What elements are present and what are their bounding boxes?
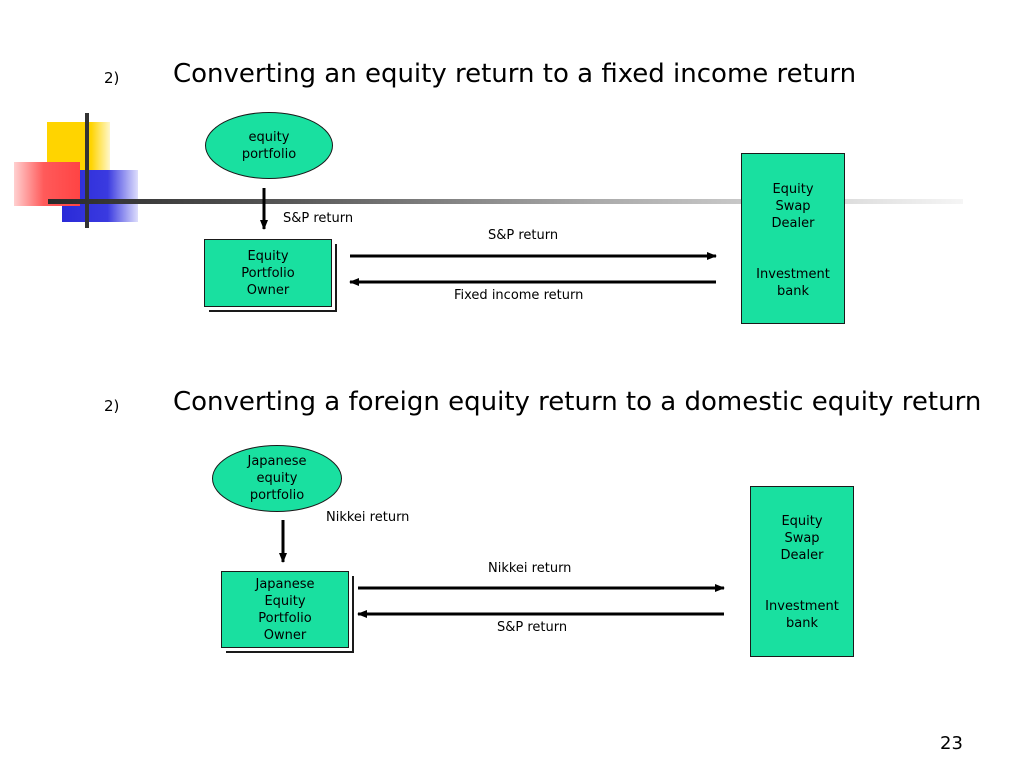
decorative-horizontal-rule — [48, 199, 963, 204]
decorative-vertical-line — [85, 113, 89, 228]
s2-japanese-portfolio-node: Japanese equity portfolio — [212, 445, 342, 512]
s1-equity-portfolio-node: equity portfolio — [205, 112, 333, 179]
s2-right-arrow-label: Nikkei return — [488, 561, 572, 576]
s1-heading: Converting an equity return to a fixed i… — [173, 59, 857, 89]
s1-bank-label: Investment bank — [756, 267, 830, 299]
s1-number: 2) — [104, 69, 120, 87]
s2-owner-node: Japanese Equity Portfolio Owner — [221, 571, 349, 648]
s1-dealer-node: Equity Swap Dealer Investment bank — [741, 153, 845, 324]
s2-down-arrow-label: Nikkei return — [326, 510, 410, 525]
s2-number: 2) — [104, 397, 120, 415]
page-number: 23 — [940, 733, 963, 754]
decorative-red-block — [14, 162, 80, 206]
s2-dealer-node: Equity Swap Dealer Investment bank — [750, 486, 854, 657]
s2-left-arrow-label: S&P return — [497, 620, 568, 635]
s1-down-arrow-label: S&P return — [283, 211, 354, 226]
s2-bank-label: Investment bank — [765, 599, 839, 631]
s1-dealer-label: Equity Swap Dealer — [771, 182, 815, 231]
s1-left-arrow-label: Fixed income return — [454, 288, 584, 303]
s1-owner-node: Equity Portfolio Owner — [204, 239, 332, 307]
s2-dealer-label: Equity Swap Dealer — [780, 514, 824, 563]
s2-heading: Converting a foreign equity return to a … — [173, 387, 982, 417]
s1-right-arrow-label: S&P return — [488, 228, 559, 243]
